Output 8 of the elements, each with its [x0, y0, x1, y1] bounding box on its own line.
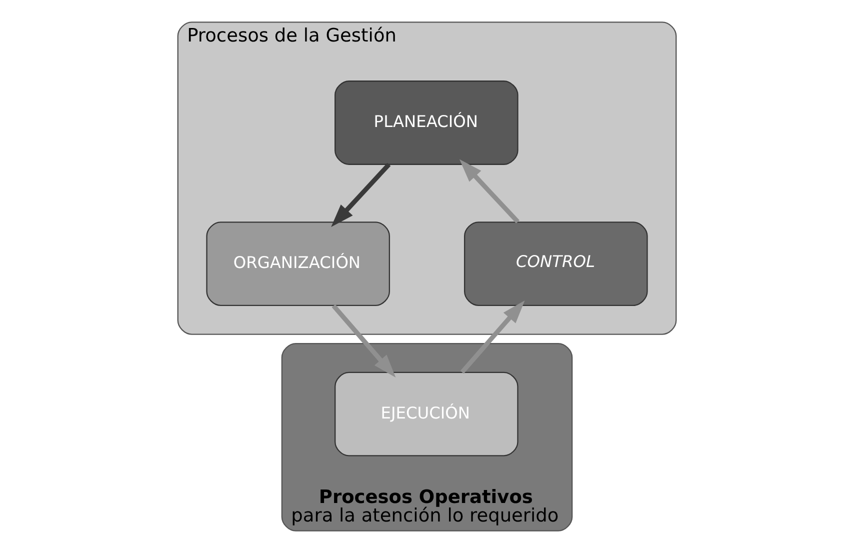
arrow: [331, 304, 396, 378]
node-box: PLANEACIÓN: [334, 80, 518, 165]
arrow: [330, 162, 390, 227]
node-box: EJECUCIÓN: [334, 372, 518, 456]
node-box: CONTROL: [464, 222, 648, 306]
arrow: [458, 159, 520, 224]
arrow: [460, 300, 524, 374]
node-box: ORGANIZACIÓN: [206, 222, 390, 306]
